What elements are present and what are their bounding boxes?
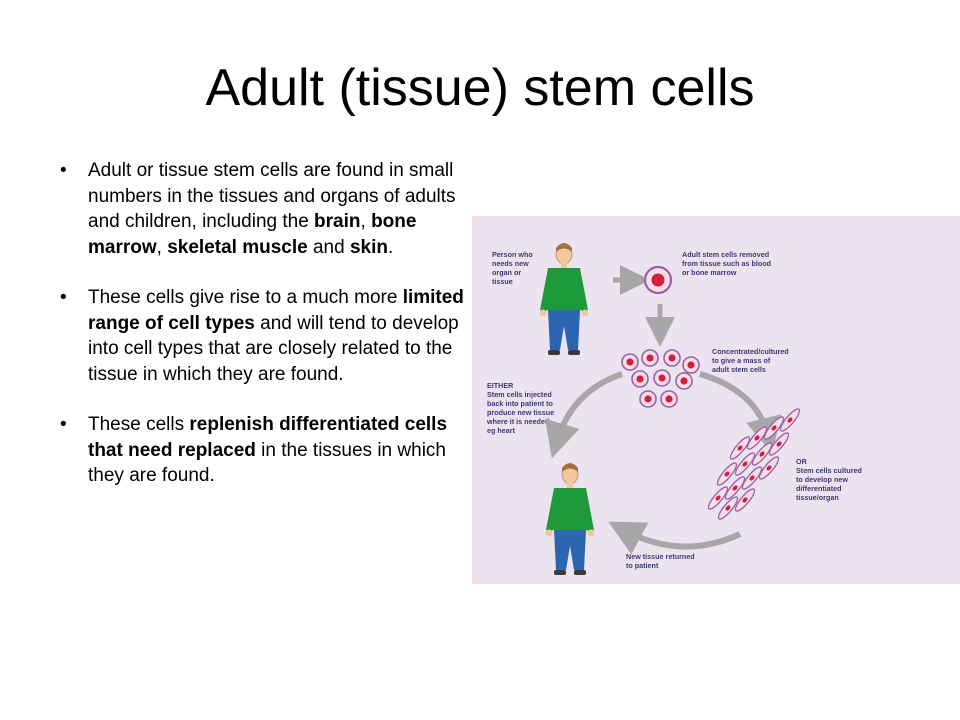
bullet-text: ,	[360, 211, 372, 232]
bullet-item: Adult or tissue stem cells are found in …	[56, 158, 466, 260]
bullet-bold-text: bone marrow	[88, 211, 417, 258]
label-or: OR Stem cells cultured to develop new di…	[796, 457, 864, 502]
label-person: Person who needs new organ or tissue	[492, 250, 535, 286]
bullet-list: Adult or tissue stem cells are found in …	[56, 158, 466, 514]
bullet-text: and	[307, 236, 350, 258]
stem-cell-single	[643, 265, 673, 295]
bullet-item: These cells replenish differentiated cel…	[56, 412, 466, 489]
stem-cell-diagram: Person who needs new organ or tissue Adu…	[472, 216, 960, 584]
bullet-bold-text: skin	[349, 236, 388, 258]
bullet-text: and will tend to develop into cell types…	[88, 312, 459, 385]
bullet-item: These cells give rise to a much more lim…	[56, 285, 466, 387]
label-cultured: Concentrated/cultured to give a mass of …	[712, 347, 791, 374]
label-removed: Adult stem cells removed from tissue suc…	[682, 250, 773, 277]
bullet-bold-text: brain	[314, 211, 361, 232]
label-either: EITHER Stem cells injected back into pat…	[486, 381, 556, 435]
slide-title: Adult (tissue) stem cells	[205, 59, 755, 117]
bullet-bold-text: replenish differentiated cells that need…	[88, 414, 448, 461]
bullet-text: These cells give rise to a much more	[88, 287, 403, 308]
bullet-text: Adult or tissue stem cells are found in …	[88, 160, 456, 232]
bullet-text: .	[387, 236, 394, 258]
bullet-bold-text: limited range of cell types	[88, 287, 464, 334]
bullet-text: ,	[156, 236, 168, 258]
arrow-bottom-curve	[608, 521, 742, 555]
bullet-bold-text: skeletal muscle	[167, 236, 308, 258]
arrow-left-curve	[544, 371, 623, 459]
bullet-text: in the tissues in which they are found.	[88, 439, 446, 487]
bullet-text: These cells	[88, 414, 190, 435]
label-returned: New tissue returned to patient	[626, 552, 697, 570]
